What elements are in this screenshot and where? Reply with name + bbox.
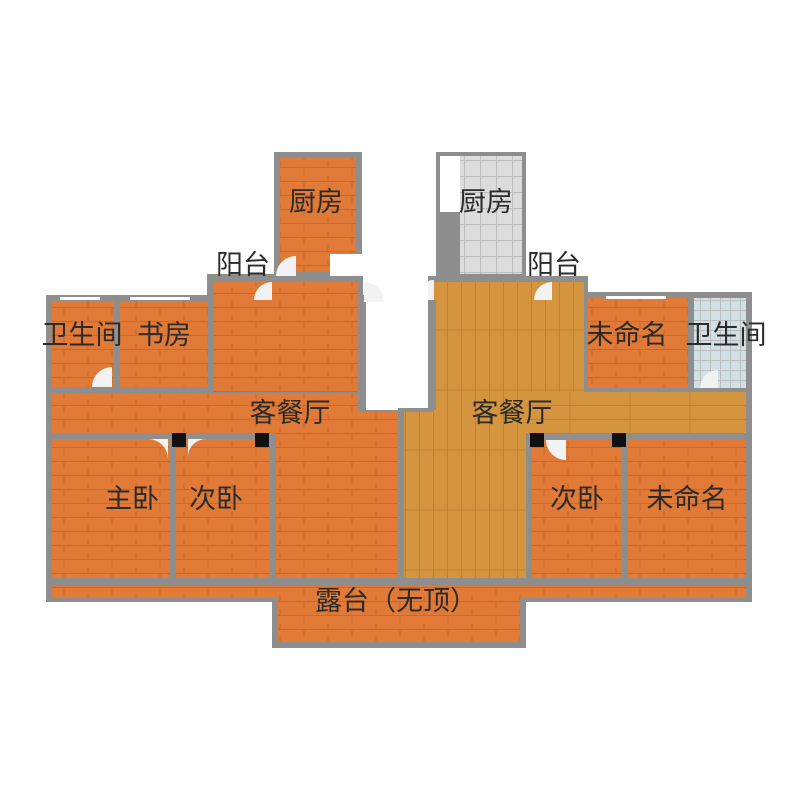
right-entry-wall: [428, 300, 436, 410]
door-swing-icon: [364, 282, 384, 302]
right-unit: [398, 152, 752, 596]
door-swing-icon: [276, 256, 296, 276]
label-unnamed-top: 未命名: [587, 320, 668, 351]
left-unit: [46, 152, 404, 595]
door-swing-icon: [700, 370, 718, 388]
right-kitchen-nook: [440, 156, 460, 212]
terrace-floor: [278, 586, 520, 642]
bathroom-right-floor: [694, 298, 746, 388]
label-unnamed-bottom: 未命名: [647, 484, 728, 515]
study-floor: [120, 301, 208, 387]
structural-column-icon: [255, 433, 269, 447]
label-study: 书房: [137, 320, 191, 351]
right-living-upper-floor: [434, 282, 584, 412]
left-entry-wall: [358, 300, 366, 410]
label-master-bedroom: 主卧: [105, 484, 159, 515]
right-kitchen-floor: [460, 156, 522, 274]
left-second-bedroom-floor: [176, 439, 270, 578]
label-right-living-dining: 客餐厅: [472, 398, 553, 429]
window-icon: [606, 296, 666, 299]
structural-column-icon: [172, 433, 186, 447]
label-right-balcony: 阳台: [527, 250, 581, 281]
window-icon: [60, 297, 100, 300]
door-swing-icon: [148, 439, 168, 459]
label-left-second-bedroom: 次卧: [189, 484, 243, 515]
left-living-upper-floor: [214, 282, 358, 392]
master-bedroom-floor: [52, 439, 170, 578]
label-left-balcony: 阳台: [216, 250, 270, 281]
structural-column-icon: [530, 433, 544, 447]
structural-column-icon: [612, 433, 626, 447]
label-bathroom-right: 卫生间: [686, 320, 767, 351]
label-left-kitchen: 厨房: [289, 187, 343, 218]
terrace: [46, 578, 752, 648]
door-swing-icon: [254, 282, 272, 300]
right-corridor-floor: [526, 392, 746, 434]
label-right-kitchen: 厨房: [459, 187, 513, 218]
unnamed-bottom-floor: [628, 440, 746, 578]
door-swing-icon: [534, 282, 552, 300]
left-entry-notch: [330, 254, 364, 276]
right-second-bedroom-floor: [532, 440, 622, 578]
label-terrace: 露台（无顶）: [315, 586, 477, 617]
label-right-second-bedroom: 次卧: [550, 484, 604, 515]
left-kitchen-floor: [280, 158, 356, 272]
door-swing-icon: [546, 440, 566, 460]
label-bathroom-left: 卫生间: [42, 320, 123, 351]
door-swing-icon: [188, 439, 206, 457]
unnamed-top-floor: [588, 298, 688, 388]
left-living-lower-floor: [276, 412, 398, 578]
right-living-lower-floor: [404, 412, 526, 578]
label-left-living-dining: 客餐厅: [250, 398, 331, 429]
room-labels: 厨房 厨房 阳台 阳台 卫生间 书房 客餐厅 客餐厅 主卧 次卧 次卧 未命名 …: [42, 187, 767, 617]
window-icon: [130, 297, 190, 300]
door-swing-icon: [92, 367, 112, 387]
